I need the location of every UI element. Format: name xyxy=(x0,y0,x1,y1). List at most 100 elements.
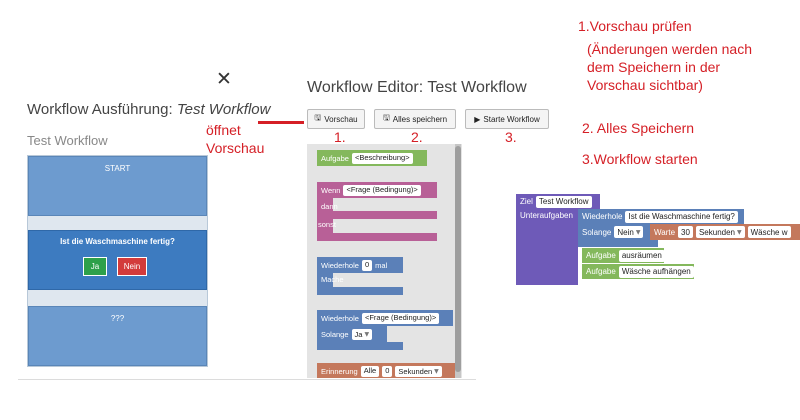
floppy-icon: 🖫 xyxy=(314,113,322,122)
repeat-count-chip[interactable]: 0 xyxy=(361,259,373,271)
close-icon[interactable]: ✕ xyxy=(216,68,232,90)
example-task1-label: Aufgabe xyxy=(586,251,616,260)
note-preview-explanation: (Änderungen werden nach dem Speichern in… xyxy=(587,40,752,94)
preview-title-workflow: Test Workflow xyxy=(176,101,271,118)
repeat-block[interactable]: Wiederhole 0 mal xyxy=(317,257,403,273)
example-wait-label: Warte xyxy=(654,227,676,237)
goal-chip[interactable]: Test Workflow xyxy=(535,195,592,208)
play-icon: ▶ xyxy=(474,114,481,124)
example-repeat-bottom-bar xyxy=(578,240,658,247)
floppy-icon: 🖫 xyxy=(382,113,390,122)
example-while-dropdown[interactable]: Nein ▼ xyxy=(614,226,644,238)
repeat-block-label: Wiederhole xyxy=(321,260,359,270)
yes-button[interactable]: Ja xyxy=(83,257,107,276)
task-block-label: Aufgabe xyxy=(321,153,349,163)
example-wait-count-chip[interactable]: 30 xyxy=(678,226,693,238)
if-then-row: dann xyxy=(317,198,437,214)
while-condition-chip[interactable]: <Frage (Bedingung)> xyxy=(361,312,440,324)
task-block[interactable]: Aufgabe <Beschreibung> xyxy=(317,150,427,166)
start-workflow-button-label: Starte Workflow xyxy=(483,114,540,124)
example-task1-chip[interactable]: ausräumen xyxy=(618,249,665,262)
chevron-down-icon: ▼ xyxy=(434,367,439,375)
reminder-block[interactable]: Erinnerung Alle 0 Sekunden ▼ xyxy=(317,363,457,378)
if-mid-bar xyxy=(317,211,437,219)
step-unknown: ??? xyxy=(28,306,207,366)
example-repeat-chip[interactable]: Ist die Waschmaschine fertig? xyxy=(625,210,738,223)
if-else-row xyxy=(317,219,333,233)
question-text: Ist die Waschmaschine fertig? xyxy=(60,237,175,246)
note-preview-line3: dem Speichern in der xyxy=(587,59,721,75)
step-number-3: 3. xyxy=(505,129,517,145)
reminder-label: Erinnerung xyxy=(321,366,358,376)
reminder-unit: Sekunden xyxy=(398,366,433,376)
example-wait-block[interactable]: Warte 30 Sekunden ▼ Wäsche w xyxy=(650,224,800,240)
while-label: Solange xyxy=(321,329,349,339)
annotation-open-preview: öffnet Vorschau xyxy=(206,121,268,157)
example-task2-chip[interactable]: Wäsche aufhängen xyxy=(618,265,694,278)
while-value-dropdown[interactable]: Ja ▼ xyxy=(351,328,373,340)
reminder-target-chip[interactable]: Alle xyxy=(360,365,380,377)
if-block[interactable]: Wenn <Frage (Bedingung)> xyxy=(317,182,437,198)
preview-subtitle: Test Workflow xyxy=(27,133,108,148)
reminder-count-chip[interactable]: 0 xyxy=(382,365,393,377)
example-repeat-label: Wiederhole xyxy=(582,212,623,221)
example-task2-block[interactable]: Aufgabe Wäsche aufhängen xyxy=(582,264,694,279)
step-number-1: 1. xyxy=(334,129,346,145)
block-workspace[interactable]: Aufgabe <Beschreibung> Wenn <Frage (Bedi… xyxy=(307,144,462,378)
example-wait-text-chip[interactable]: Wäsche w xyxy=(747,226,791,238)
repeat-do-label: Mache xyxy=(321,275,344,284)
step-question: Ist die Waschmaschine fertig? Ja Nein xyxy=(28,230,207,290)
while-condition-row: Solange Ja ▼ xyxy=(317,326,387,342)
no-button[interactable]: Nein xyxy=(117,257,147,276)
subtasks-block: Unteraufgaben xyxy=(516,209,578,285)
note-preview-line2: (Änderungen werden nach xyxy=(587,41,753,57)
if-bottom-bar xyxy=(317,233,437,241)
workflow-preview-panel: START Ist die Waschmaschine fertig? Ja N… xyxy=(27,155,208,367)
repeat-body xyxy=(317,273,333,287)
example-while-label: Solange xyxy=(582,227,612,237)
preview-button-label: Vorschau xyxy=(324,114,358,124)
example-wait-unit-dropdown[interactable]: Sekunden ▼ xyxy=(695,226,745,238)
preview-title: Workflow Ausführung: Test Workflow xyxy=(27,101,270,118)
if-else-label: sonst xyxy=(318,220,336,229)
step-unknown-label: ??? xyxy=(110,314,125,323)
goal-label: Ziel xyxy=(520,197,533,206)
preview-button[interactable]: 🖫 Vorschau xyxy=(307,109,365,129)
repeat-unit-label: mal xyxy=(375,260,388,270)
while-bottom-bar xyxy=(317,342,403,350)
example-while-row: Solange Nein ▼ xyxy=(578,224,650,240)
if-then-label: dann xyxy=(321,201,338,211)
example-task1-block[interactable]: Aufgabe ausräumen xyxy=(582,248,665,263)
note-preview-line4: Vorschau sichtbar) xyxy=(587,77,703,93)
example-wait-unit: Sekunden xyxy=(698,227,735,237)
preview-title-prefix: Workflow Ausführung: xyxy=(27,101,173,118)
if-then-slot xyxy=(333,200,433,210)
step-start-label: START xyxy=(104,164,131,173)
step-number-2: 2. xyxy=(411,129,423,145)
annotation-open-line1: öffnet xyxy=(206,122,241,138)
while-block[interactable]: Wiederhole <Frage (Bedingung)> xyxy=(317,310,453,326)
goal-block[interactable]: Ziel Test Workflow xyxy=(516,194,600,209)
note-save-all: 2. Alles Speichern xyxy=(582,120,695,136)
save-all-button[interactable]: 🖫 Alles speichern xyxy=(374,109,456,129)
chevron-down-icon: ▼ xyxy=(635,228,641,236)
note-preview-title: 1.Vorschau prüfen xyxy=(578,18,692,34)
if-block-label: Wenn xyxy=(321,185,341,195)
if-condition-chip[interactable]: <Frage (Bedingung)> xyxy=(343,184,421,196)
annotation-open-line2: Vorschau xyxy=(206,140,265,156)
save-all-button-label: Alles speichern xyxy=(392,114,448,124)
chevron-down-icon: ▼ xyxy=(736,228,742,236)
start-workflow-button[interactable]: ▶ Starte Workflow xyxy=(465,109,549,129)
example-while-value: Nein xyxy=(617,227,634,237)
while-block-label: Wiederhole xyxy=(321,313,359,323)
repeat-bottom-bar xyxy=(317,287,403,295)
workspace-scrollbar-thumb[interactable] xyxy=(455,146,461,372)
task-description-chip[interactable]: <Beschreibung> xyxy=(351,152,413,164)
example-repeat-block[interactable]: Wiederhole Ist die Waschmaschine fertig? xyxy=(578,209,744,224)
while-value: Ja xyxy=(354,329,363,339)
subtasks-label: Unteraufgaben xyxy=(520,211,573,220)
annotation-arrow xyxy=(258,121,304,124)
note-start-workflow: 3.Workflow starten xyxy=(582,151,698,167)
reminder-unit-dropdown[interactable]: Sekunden ▼ xyxy=(395,365,442,377)
example-task2-label: Aufgabe xyxy=(586,267,616,276)
